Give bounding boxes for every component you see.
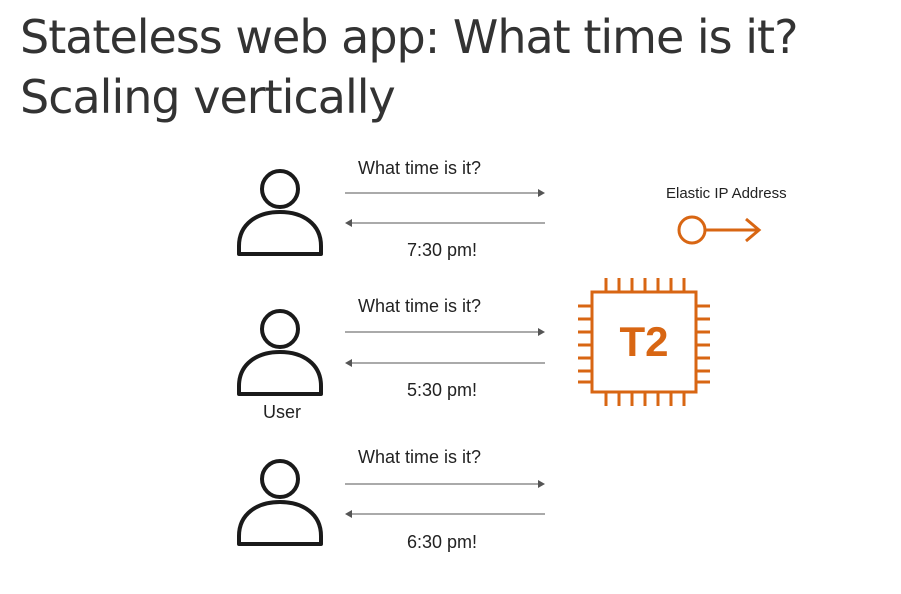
response-arrow-3 — [345, 510, 545, 518]
request-arrow-1 — [345, 189, 545, 197]
user-icon — [237, 459, 323, 546]
request-arrow-3 — [345, 480, 545, 488]
user-icon — [237, 309, 323, 396]
response-answer-2: 5:30 pm! — [407, 380, 478, 400]
slide-title-line-1: Stateless web app: What time is it? — [20, 10, 798, 64]
user-icon — [237, 169, 323, 256]
instance-type-label: T2 — [619, 318, 668, 365]
response-answer-1: 7:30 pm! — [407, 240, 478, 260]
request-arrow-2 — [345, 328, 545, 336]
request-question-3: What time is it? — [358, 447, 482, 467]
response-answer-3: 6:30 pm! — [407, 532, 478, 552]
response-arrow-1 — [345, 219, 545, 227]
request-question-2: What time is it? — [358, 296, 482, 316]
elastic-ip-icon — [677, 215, 762, 245]
slide-title-line-2: Scaling vertically — [20, 70, 396, 124]
request-question-1: What time is it? — [358, 158, 482, 178]
user-label: User — [263, 402, 302, 422]
elastic-ip-label: Elastic IP Address — [666, 185, 787, 202]
response-arrow-2 — [345, 359, 545, 367]
ec2-instance-chip-icon: T2 — [578, 278, 710, 406]
